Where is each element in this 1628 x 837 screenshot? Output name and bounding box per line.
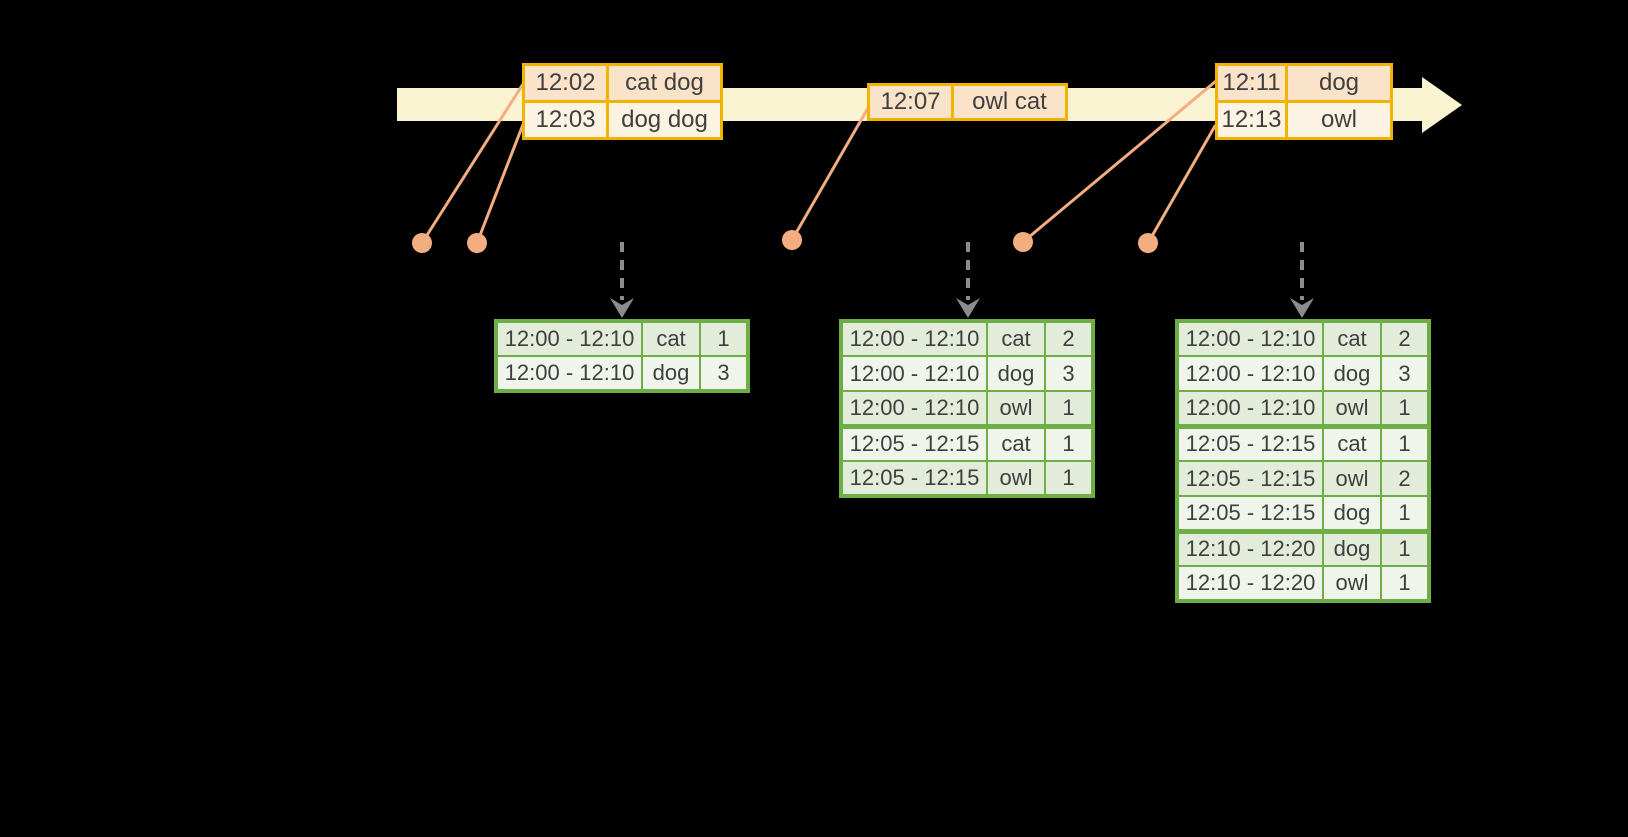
event-connector-line bbox=[1021, 79, 1218, 244]
result-word: cat bbox=[1322, 425, 1382, 462]
event-time: 12:02 bbox=[522, 63, 609, 103]
result-count: 1 bbox=[1380, 565, 1430, 602]
result-count: 3 bbox=[699, 355, 749, 392]
event-dot bbox=[1013, 232, 1033, 252]
trigger-arrowhead-icon bbox=[956, 298, 980, 318]
event-words: cat dog bbox=[606, 63, 723, 103]
result-window: 12:05 - 12:15 bbox=[1176, 425, 1324, 462]
event-time: 12:13 bbox=[1215, 100, 1288, 140]
result-window: 12:05 - 12:15 bbox=[840, 425, 988, 462]
result-window: 12:00 - 12:10 bbox=[1176, 320, 1324, 357]
event-connector-line bbox=[475, 120, 526, 245]
result-count: 1 bbox=[1044, 425, 1094, 462]
result-word: dog bbox=[1322, 495, 1382, 534]
result-count: 2 bbox=[1380, 320, 1430, 357]
result-count: 1 bbox=[1380, 425, 1430, 462]
result-count: 1 bbox=[1380, 530, 1430, 567]
result-window: 12:00 - 12:10 bbox=[840, 390, 988, 429]
result-row: 12:05 - 12:15 cat 1 bbox=[840, 425, 1094, 462]
event-row: 12:11 dog bbox=[1215, 63, 1393, 103]
result-count: 3 bbox=[1044, 355, 1094, 392]
result-count: 3 bbox=[1380, 355, 1430, 392]
result-word: cat bbox=[641, 320, 701, 357]
event-words: owl cat bbox=[951, 83, 1068, 121]
result-window: 12:05 - 12:15 bbox=[1176, 460, 1324, 497]
result-row: 12:05 - 12:15 cat 1 bbox=[1176, 425, 1430, 462]
event-dot bbox=[467, 233, 487, 253]
result-window: 12:00 - 12:10 bbox=[495, 320, 643, 357]
result-table-3: 12:00 - 12:10 cat 2 12:00 - 12:10 dog 3 … bbox=[1175, 319, 1431, 603]
trigger-arrowhead-icon bbox=[610, 298, 634, 318]
result-word: owl bbox=[1322, 460, 1382, 497]
result-word: owl bbox=[986, 390, 1046, 429]
result-row: 12:05 - 12:15 owl 1 bbox=[840, 460, 1094, 497]
result-row: 12:00 - 12:10 cat 2 bbox=[1176, 320, 1430, 357]
input-events-table-1: 12:02 cat dog 12:03 dog dog bbox=[522, 63, 723, 140]
result-word: dog bbox=[986, 355, 1046, 392]
event-time: 12:07 bbox=[867, 83, 954, 121]
event-time: 12:03 bbox=[522, 100, 609, 140]
event-dot bbox=[412, 233, 432, 253]
result-row: 12:05 - 12:15 owl 2 bbox=[1176, 460, 1430, 497]
result-row: 12:10 - 12:20 owl 1 bbox=[1176, 565, 1430, 602]
event-row: 12:02 cat dog bbox=[522, 63, 723, 103]
result-word: cat bbox=[1322, 320, 1382, 357]
result-row: 12:00 - 12:10 dog 3 bbox=[840, 355, 1094, 392]
result-row: 12:00 - 12:10 owl 1 bbox=[840, 390, 1094, 429]
result-window: 12:00 - 12:10 bbox=[1176, 390, 1324, 429]
event-connector-line bbox=[790, 106, 870, 242]
event-words: dog dog bbox=[606, 100, 723, 140]
result-count: 1 bbox=[1044, 390, 1094, 429]
result-window: 12:00 - 12:10 bbox=[495, 355, 643, 392]
result-row: 12:00 - 12:10 dog 3 bbox=[1176, 355, 1430, 392]
result-row: 12:10 - 12:20 dog 1 bbox=[1176, 530, 1430, 567]
result-row: 12:00 - 12:10 dog 3 bbox=[495, 355, 749, 392]
result-table-2: 12:00 - 12:10 cat 2 12:00 - 12:10 dog 3 … bbox=[839, 319, 1095, 498]
result-window: 12:05 - 12:15 bbox=[1176, 495, 1324, 534]
event-time: 12:11 bbox=[1215, 63, 1288, 103]
result-row: 12:00 - 12:10 cat 1 bbox=[495, 320, 749, 357]
result-word: owl bbox=[1322, 390, 1382, 429]
event-row: 12:13 owl bbox=[1215, 100, 1393, 140]
result-row: 12:00 - 12:10 owl 1 bbox=[1176, 390, 1430, 429]
event-words: owl bbox=[1285, 100, 1393, 140]
trigger-arrowhead-icon bbox=[1290, 298, 1314, 318]
input-events-table-3: 12:11 dog 12:13 owl bbox=[1215, 63, 1393, 140]
result-word: cat bbox=[986, 425, 1046, 462]
input-events-table-2: 12:07 owl cat bbox=[867, 83, 1068, 121]
result-word: cat bbox=[986, 320, 1046, 357]
result-row: 12:05 - 12:15 dog 1 bbox=[1176, 495, 1430, 534]
result-count: 2 bbox=[1380, 460, 1430, 497]
event-connector-line bbox=[1146, 124, 1217, 245]
result-count: 1 bbox=[1380, 495, 1430, 534]
result-window: 12:05 - 12:15 bbox=[840, 460, 988, 497]
result-word: dog bbox=[1322, 355, 1382, 392]
result-word: dog bbox=[641, 355, 701, 392]
result-window: 12:00 - 12:10 bbox=[840, 355, 988, 392]
result-window: 12:00 - 12:10 bbox=[1176, 355, 1324, 392]
result-window: 12:00 - 12:10 bbox=[840, 320, 988, 357]
result-count: 2 bbox=[1044, 320, 1094, 357]
result-count: 1 bbox=[699, 320, 749, 357]
result-word: owl bbox=[986, 460, 1046, 497]
event-connector-line bbox=[420, 82, 525, 245]
event-dot bbox=[782, 230, 802, 250]
result-word: owl bbox=[1322, 565, 1382, 602]
event-dot bbox=[1138, 233, 1158, 253]
event-row: 12:03 dog dog bbox=[522, 100, 723, 140]
result-count: 1 bbox=[1044, 460, 1094, 497]
result-count: 1 bbox=[1380, 390, 1430, 429]
result-row: 12:00 - 12:10 cat 2 bbox=[840, 320, 1094, 357]
event-row: 12:07 owl cat bbox=[867, 83, 1068, 121]
result-word: dog bbox=[1322, 530, 1382, 567]
event-words: dog bbox=[1285, 63, 1393, 103]
result-window: 12:10 - 12:20 bbox=[1176, 565, 1324, 602]
result-window: 12:10 - 12:20 bbox=[1176, 530, 1324, 567]
result-table-1: 12:00 - 12:10 cat 1 12:00 - 12:10 dog 3 bbox=[494, 319, 750, 393]
